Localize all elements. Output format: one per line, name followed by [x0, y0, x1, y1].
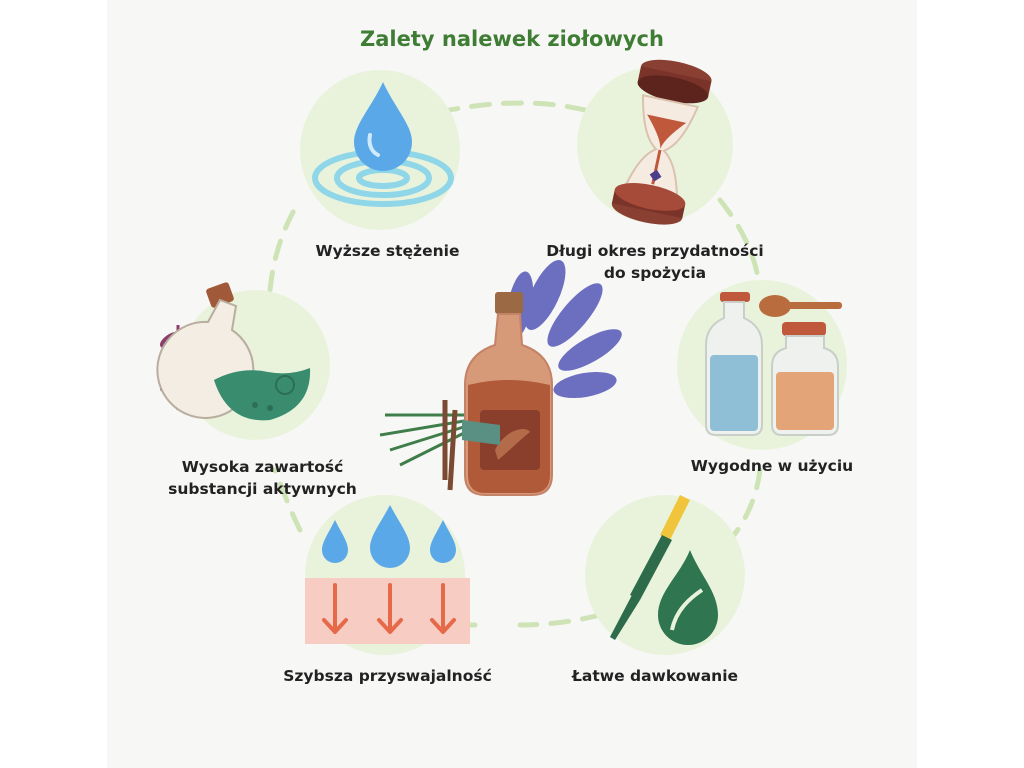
benefit-label-higher-concentration: Wyższe stężenie	[315, 242, 460, 260]
benefit-label-faster-absorption: Szybsza przyswajalność	[283, 667, 492, 685]
water-drop-ripple-icon	[312, 82, 454, 207]
benefit-label-long-shelf-life: Długi okres przydatności do spożycia	[546, 242, 764, 282]
benefit-label-active-substances: Wysoka zawartość substancji aktywnych	[168, 458, 357, 498]
benefit-label-convenient: Wygodne w użyciu	[690, 457, 854, 475]
hourglass-icon	[611, 59, 712, 225]
jars-spoon-icon	[705, 292, 842, 436]
benefit-label-easy-dosing: Łatwe dawkowanie	[571, 667, 739, 685]
tincture-bottle-lavender-icon	[379, 260, 622, 496]
dropper-leaf-icon	[610, 495, 718, 645]
absorption-drops-icon	[305, 505, 470, 644]
diagram-title: Zalety nalewek ziołowych	[360, 27, 664, 51]
potion-flask-icon	[156, 282, 311, 421]
